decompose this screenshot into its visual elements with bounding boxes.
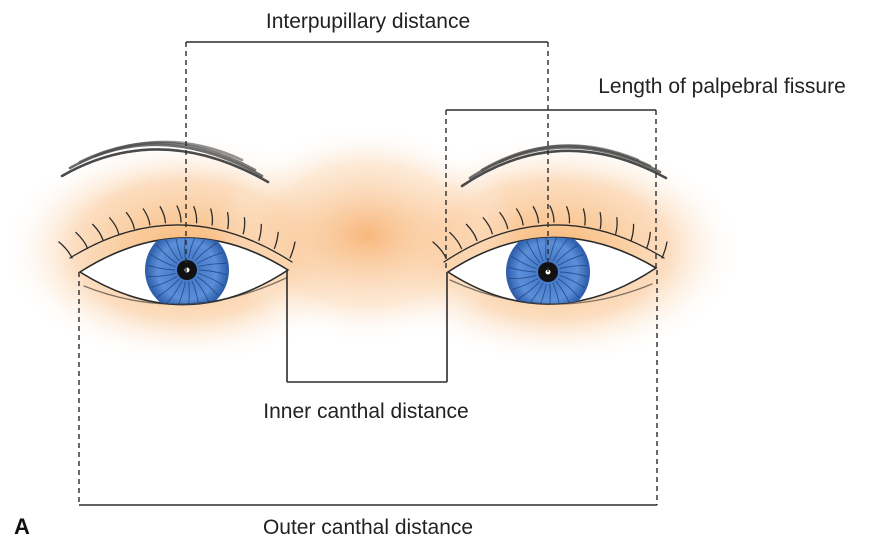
label-inner-canthal-distance: Inner canthal distance — [263, 400, 468, 423]
label-interpupillary-distance: Interpupillary distance — [266, 10, 470, 33]
panel-letter: A — [14, 514, 30, 539]
label-palpebral-fissure: Length of palpebral fissure — [598, 75, 846, 98]
label-outer-canthal-distance: Outer canthal distance — [263, 516, 473, 539]
